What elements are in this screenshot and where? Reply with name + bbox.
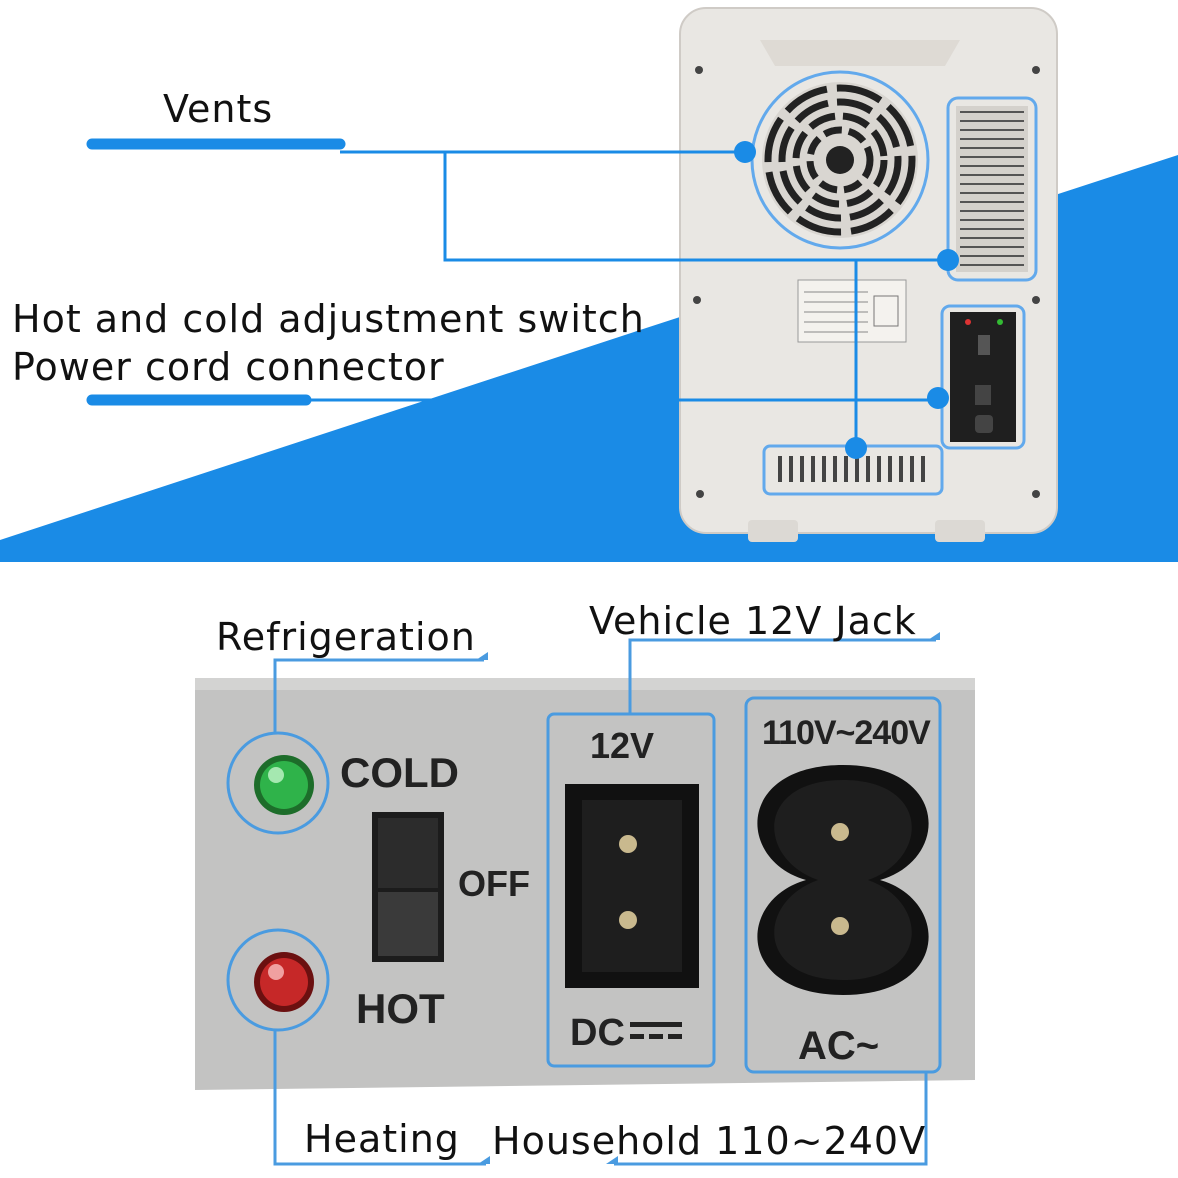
callout-arrow-ticks: [476, 632, 940, 1164]
dc-voltage-text: 12V: [590, 725, 655, 766]
dc-text: DC: [570, 1012, 625, 1054]
heating-label: Heating: [304, 1117, 460, 1161]
spec-sticker: [797, 279, 907, 343]
fan-vent: [750, 70, 930, 250]
cold-led-indicator: [226, 731, 330, 835]
hot-text: HOT: [356, 985, 445, 1032]
bottom-callout-lines: [273, 638, 936, 1166]
rear-control-panel: [940, 304, 1026, 450]
refrigeration-label: Refrigeration: [216, 615, 476, 659]
ac-socket: [744, 696, 942, 1074]
household-label: Household 110~240V: [492, 1119, 927, 1163]
power-cord-label: Power cord connector: [12, 345, 445, 389]
top-callout-dots: [734, 141, 959, 459]
dc-12v-socket: [546, 712, 716, 1068]
ac-range-text: 110V~240V: [762, 714, 931, 752]
vents-label: Vents: [163, 87, 274, 131]
off-text: OFF: [458, 863, 530, 904]
switch-label: Hot and cold adjustment switch: [12, 297, 645, 341]
hot-led-indicator: [226, 928, 330, 1032]
rocker-switch: [372, 812, 444, 962]
ac-text: AC~: [798, 1024, 880, 1068]
cold-text: COLD: [340, 749, 459, 796]
vehicle-jack-label: Vehicle 12V Jack: [589, 599, 917, 643]
side-louver-vent: [946, 96, 1038, 282]
top-callout-lines: [86, 138, 948, 448]
